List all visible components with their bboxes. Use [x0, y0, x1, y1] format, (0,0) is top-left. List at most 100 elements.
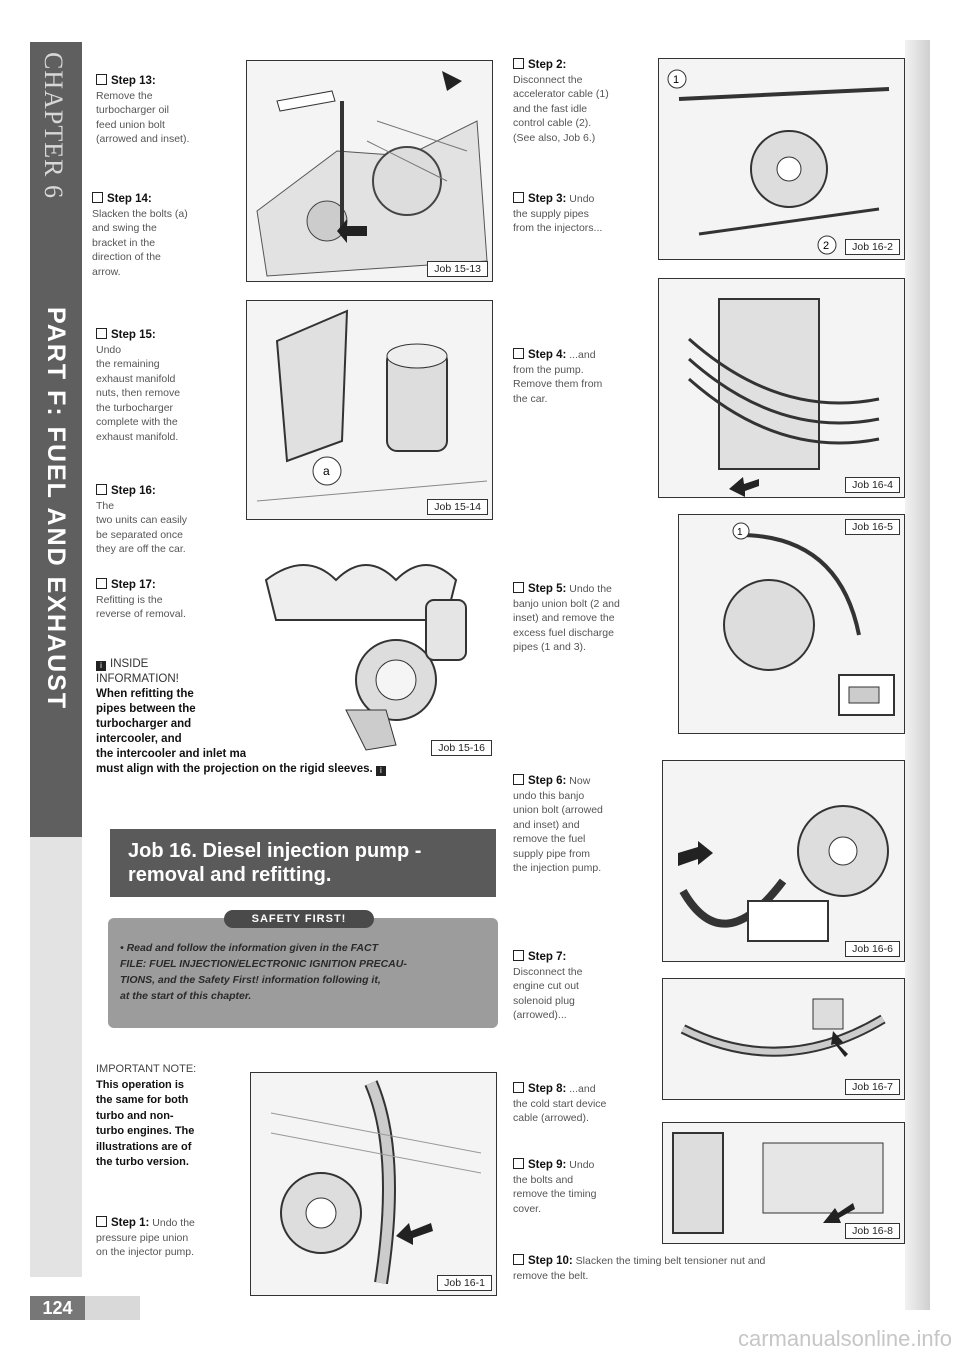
step-text: Disconnect the accelerator cable (1) and…	[513, 73, 609, 144]
checkbox-icon	[513, 582, 524, 593]
checkbox-icon	[513, 1158, 524, 1169]
checkbox-icon	[513, 774, 524, 785]
figure-label: Job 15-14	[427, 499, 488, 515]
step-5: Step 5: Undo the banjo union bolt (2 and…	[513, 582, 673, 655]
safety-box	[108, 918, 498, 1028]
info-icon: i	[96, 661, 106, 671]
step-9: Step 9: Undo the bolts and remove the ti…	[513, 1158, 658, 1216]
step-text: Undo the bolts and remove the timing cov…	[513, 1159, 597, 1215]
step-17: Step 17: Refitting is the reverse of rem…	[96, 578, 246, 622]
checkbox-icon	[513, 192, 524, 203]
info-end-icon: i	[375, 766, 386, 776]
step-title: Step 6:	[528, 775, 567, 787]
figure-job-16-5: 1 Job 16-5	[678, 514, 905, 734]
step-text: Now undo this banjo union bolt (arrowed …	[513, 775, 603, 874]
step-text: Undo the pressure pipe union on the inje…	[96, 1217, 195, 1258]
step-text: Disconnect the engine cut out solenoid p…	[513, 965, 583, 1022]
checkbox-icon	[96, 74, 107, 85]
figure-label: Job 16-7	[845, 1079, 900, 1095]
step-16: Step 16: The two units can easily be sep…	[96, 484, 246, 557]
step-title: Step 14:	[107, 193, 152, 205]
step-text: Undo the supply pipes from the injectors…	[513, 193, 603, 234]
step-4: Step 4: ...and from the pump. Remove the…	[513, 348, 653, 406]
checkbox-icon	[96, 484, 107, 495]
step-title: Step 3:	[528, 193, 567, 205]
step-6: Step 6: Now undo this banjo union bolt (…	[513, 774, 658, 876]
figure-job-15-13: Job 15-13	[246, 60, 493, 282]
figure-job-16-8: Job 16-8	[662, 1122, 905, 1244]
chapter-side-band: CHAPTER 6 PART F: FUEL AND EXHAUST	[30, 42, 82, 837]
job-heading-text: Job 16. Diesel injection pump - removal …	[128, 840, 422, 886]
svg-text:a: a	[323, 464, 330, 478]
part-label: PART F: FUEL AND EXHAUST	[42, 307, 70, 711]
figure-label: Job 15-16	[431, 740, 492, 756]
banjo-union-illustration: 1	[679, 515, 904, 733]
step-title: Step 10:	[528, 1255, 573, 1267]
side-band-lower	[30, 837, 82, 1277]
checkbox-icon	[96, 1216, 107, 1227]
figure-label: Job 16-5	[845, 519, 900, 535]
checkbox-icon	[513, 348, 524, 359]
step-text: The two units can easily be separated on…	[96, 499, 188, 556]
supply-pipes-illustration	[659, 279, 904, 497]
step-text: ...and from the pump. Remove them from t…	[513, 349, 603, 405]
step-2: Step 2: Disconnect the accelerator cable…	[513, 58, 653, 145]
figure-label: Job 16-1	[437, 1275, 492, 1291]
checkbox-icon	[96, 328, 107, 339]
checkbox-icon	[96, 578, 107, 589]
figure-job-16-6: Job 16-6	[662, 760, 905, 962]
figure-job-15-16: Job 15-16	[246, 540, 496, 760]
svg-text:2: 2	[823, 240, 829, 252]
figure-job-16-4: Job 16-4	[658, 278, 905, 498]
figure-label: Job 16-6	[845, 941, 900, 957]
step-10: Step 10: Slacken the timing belt tension…	[513, 1254, 903, 1283]
step-title: Step 1:	[111, 1217, 150, 1229]
checkbox-icon	[513, 1254, 524, 1265]
step-title: Step 9:	[528, 1159, 567, 1171]
step-text: Slacken the bolts (a) and swing the brac…	[92, 207, 188, 278]
figure-job-16-2: 1 2 Job 16-2	[658, 58, 905, 260]
checkbox-icon	[513, 58, 524, 69]
checkbox-icon	[513, 1082, 524, 1093]
step-title: Step 5:	[528, 583, 567, 595]
step-title: Step 7:	[528, 951, 567, 963]
figure-label: Job 16-8	[845, 1223, 900, 1239]
step-text: Refitting is the reverse of removal.	[96, 593, 186, 621]
accelerator-cable-illustration: 1 2	[659, 59, 904, 259]
step-13: Step 13: Remove the turbocharger oil fee…	[96, 74, 246, 147]
step-title: Step 2:	[528, 59, 567, 71]
manifold-illustration: a	[247, 301, 492, 519]
checkbox-icon	[513, 950, 524, 961]
page-number: 124	[30, 1296, 85, 1320]
important-note: IMPORTANT NOTE: This operation is the sa…	[96, 1062, 246, 1171]
figure-job-16-7: Job 16-7	[662, 978, 905, 1100]
figure-job-16-1: Job 16-1	[250, 1072, 497, 1296]
step-title: Step 15:	[111, 329, 156, 341]
page-edge-shadow	[905, 40, 930, 1310]
turbocharger-illustration	[264, 564, 467, 751]
step-text: Remove the turbocharger oil feed union b…	[96, 89, 190, 146]
safety-text: • Read and follow the information given …	[120, 942, 407, 1002]
step-8: Step 8: ...and the cold start device cab…	[513, 1082, 658, 1126]
checkbox-icon	[92, 192, 103, 203]
figure-label: Job 16-2	[845, 239, 900, 255]
step-7: Step 7: Disconnect the engine cut out so…	[513, 950, 658, 1023]
step-title: Step 17:	[111, 579, 156, 591]
fuel-supply-illustration	[663, 761, 904, 961]
step-text: ...and the cold start device cable (arro…	[513, 1083, 607, 1124]
step-3: Step 3: Undo the supply pipes from the i…	[513, 192, 653, 236]
step-title: Step 16:	[111, 485, 156, 497]
figure-job-15-14: a Job 15-14	[246, 300, 493, 520]
important-note-lead: IMPORTANT NOTE:	[96, 1063, 197, 1075]
step-title: Step 8:	[528, 1083, 567, 1095]
chapter-label: CHAPTER 6	[39, 52, 68, 199]
job-heading: Job 16. Diesel injection pump - removal …	[110, 829, 496, 897]
important-note-text: This operation is the same for both turb…	[96, 1078, 195, 1169]
safety-title: SAFETY FIRST!	[224, 910, 374, 928]
step-15: Step 15: Undo the remaining exhaust mani…	[96, 328, 246, 444]
step-text: Slacken the timing belt tensioner nut an…	[513, 1255, 766, 1282]
step-14: Step 14: Slacken the bolts (a) and swing…	[92, 192, 242, 279]
injector-pump-illustration	[251, 1073, 496, 1295]
solenoid-plug-illustration	[663, 979, 904, 1099]
svg-text:1: 1	[737, 527, 743, 538]
